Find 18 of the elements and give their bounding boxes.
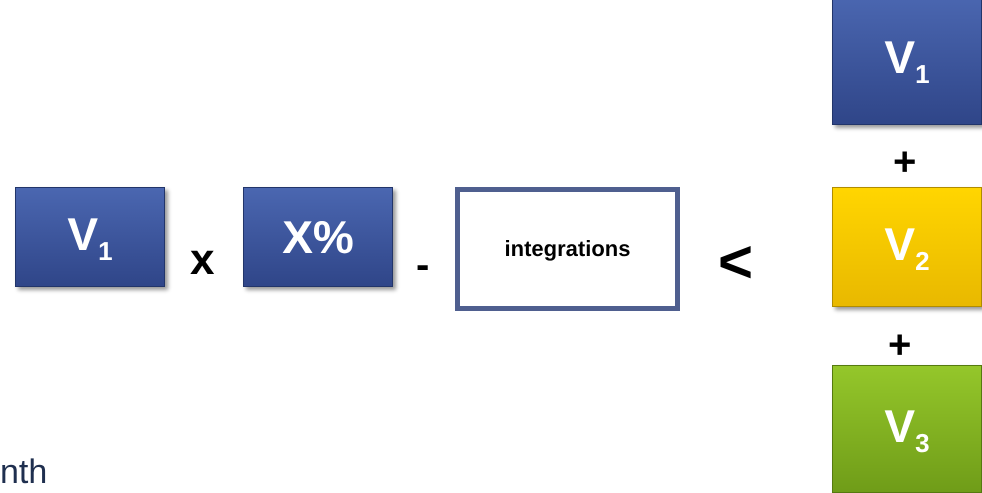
variable-box — [243, 187, 393, 287]
variable-box — [832, 0, 982, 125]
operator-sign: < — [718, 232, 754, 292]
term-text: V$_{2}$ — [884, 216, 930, 278]
operator-sign: + — [888, 325, 912, 365]
variable-box — [832, 365, 982, 493]
term-text: V$_{1}$ — [67, 206, 113, 268]
note-text: nth — [0, 455, 48, 489]
variable-box — [832, 187, 982, 307]
term-text: integrations — [504, 236, 630, 262]
term-text: V$_{1}$ — [884, 30, 930, 90]
term-text: V$_{3}$ — [884, 398, 930, 460]
operator-sign: - — [416, 245, 430, 285]
term-text: X% — [282, 210, 354, 264]
term-box — [455, 187, 680, 311]
variable-box — [15, 187, 165, 287]
operator-sign: + — [893, 142, 916, 182]
operator-sign: x — [190, 238, 214, 282]
